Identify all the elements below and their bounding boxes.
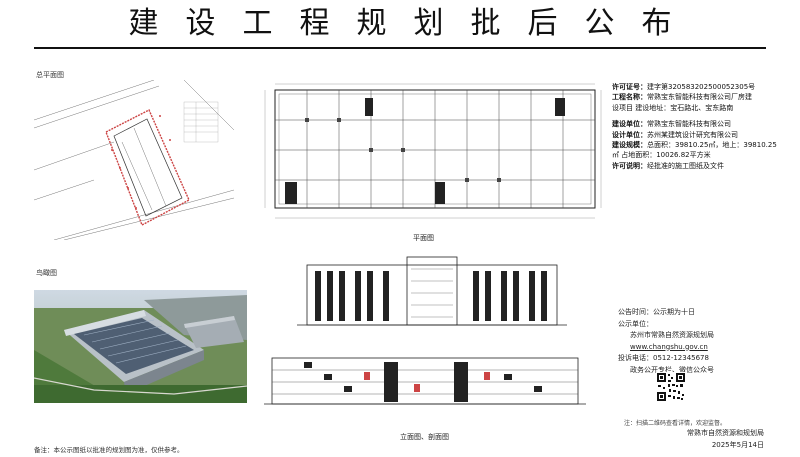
permit-info-panel: 许可证号：建字第320583202500052305号 工程名称：常熟宝东智能科…	[612, 82, 792, 171]
info-row: 设计单位：苏州某建筑设计研究有限公司	[612, 130, 738, 139]
site-plan-drawing	[34, 80, 234, 240]
page-title: 建设工程规划批后公布	[128, 6, 699, 41]
publicity-row: 投诉电话：0512-12345678	[618, 354, 709, 362]
issuer-name: 常熟市自然资源和规划局	[687, 429, 764, 437]
info-row: ㎡ 占地面积：10026.82平方米	[612, 151, 711, 160]
info-row: 设项目 建设地址：宝石路北、宝东路南	[612, 103, 734, 112]
publicity-row: 政务公开专栏、微信公众号	[630, 365, 714, 374]
floor-plan-caption: 平面图	[413, 234, 434, 242]
issue-date: 2025年5月14日	[711, 441, 764, 449]
floor-plan-drawing	[264, 83, 602, 219]
footnote: 备注：本公示图纸以批准的规划图为准，仅供参考。	[34, 446, 184, 454]
info-row: 建设单位：常熟宝东智能科技有限公司	[612, 120, 731, 129]
elevations-caption: 立面图、剖面图	[400, 433, 449, 441]
elevation-drawing	[297, 256, 567, 326]
aerial-rendering	[34, 290, 247, 403]
title-divider	[34, 47, 766, 49]
info-row: 许可说明：经批准的施工图纸及文件	[612, 161, 724, 170]
website-link[interactable]: www.changshu.gov.cn	[630, 342, 708, 351]
publicity-row: 苏州市常熟自然资源规划局	[630, 331, 714, 339]
publicity-row: 公示单位：	[618, 319, 653, 328]
publicity-panel: 公告时间：公示期为十日 公示单位： 苏州市常熟自然资源规划局 www.chang…	[618, 307, 793, 376]
info-row: 工程名称：常熟宝东智能科技有限公司厂房建	[612, 93, 752, 102]
publicity-row: www.changshu.gov.cn	[618, 342, 793, 354]
section-drawing	[264, 357, 586, 405]
qr-code-icon[interactable]	[656, 372, 686, 402]
aerial-label: 鸟瞰图	[36, 269, 57, 277]
publicity-row: 公告时间：公示期为十日	[618, 308, 695, 316]
info-row: 建设规模：总面积：39810.25㎡，地上：39810.25	[612, 141, 777, 150]
site-plan-label: 总平面图	[36, 71, 64, 79]
scan-tip: 注：扫描二维码查看详情，欢迎监督。	[624, 420, 727, 427]
info-row: 许可证号：建字第320583202500052305号	[612, 83, 756, 91]
